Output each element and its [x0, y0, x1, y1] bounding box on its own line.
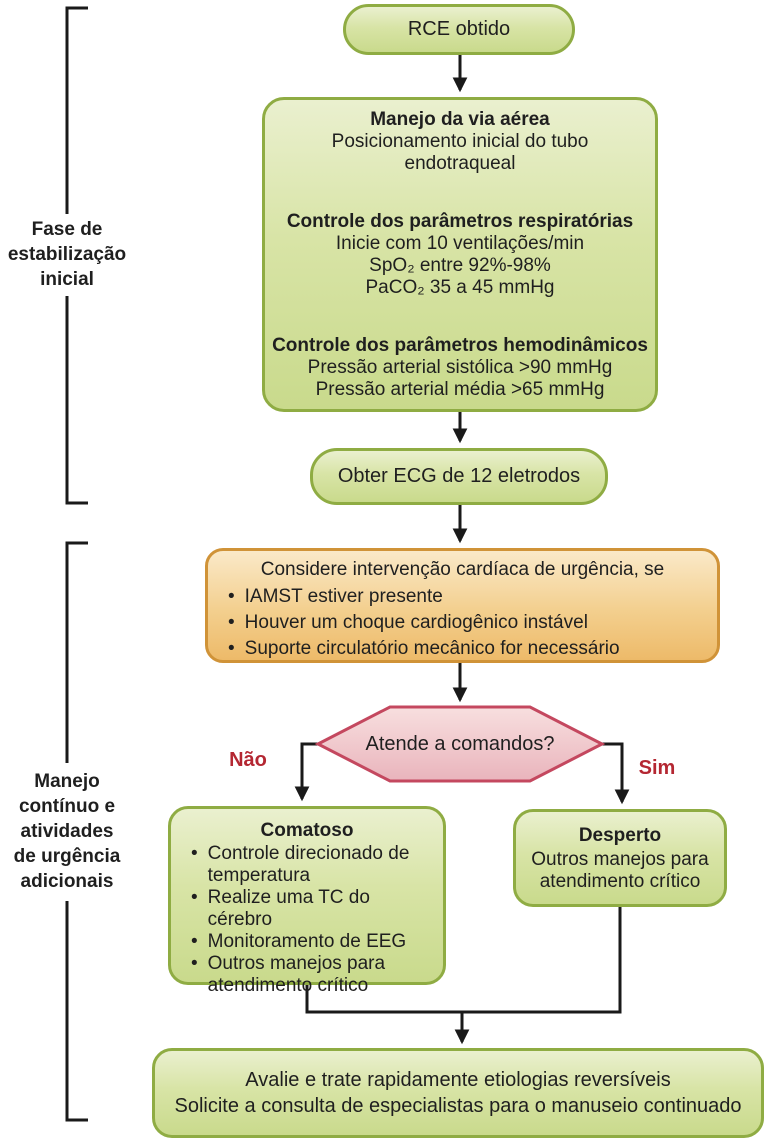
node-header: Considere intervenção cardíaca de urgênc… [260, 559, 665, 580]
section-title: Manejo da via aérea [370, 109, 550, 130]
comatose-bullet-list: Controle direcionado de temperatura Real… [171, 843, 443, 997]
node-line: Outros manejos para [531, 849, 709, 870]
phase2-label: Manejo contínuo e atividades de urgência… [0, 769, 137, 894]
phase2-line: contínuo e [18, 796, 116, 817]
node-line: Avalie e trate rapidamente etiologias re… [245, 1069, 671, 1091]
node-rce-obtained: RCE obtido [343, 4, 575, 55]
branch-yes-label: Sim [638, 757, 676, 779]
section-line: Pressão arterial sistólica >90 mmHg [307, 357, 613, 378]
node-cardiac-intervention: Considere intervenção cardíaca de urgênc… [205, 548, 720, 663]
section-title: Controle dos parâmetros hemodinâmicos [272, 335, 648, 356]
node-comatose: Comatoso Controle direcionado de tempera… [168, 806, 446, 996]
hemodynamic-section: Controle dos parâmetros hemodinâmicos Pr… [265, 335, 655, 401]
phase1-line: Fase de [31, 219, 103, 240]
phase2-line: de urgência [13, 846, 121, 867]
list-item: Houver um choque cardiogênico instável [208, 610, 717, 636]
node-line: atendimento crítico [539, 871, 701, 892]
list-item: Suporte circulatório mecânico for necess… [208, 636, 717, 662]
phase2-line: Manejo [34, 771, 100, 792]
phase2-bracket [65, 541, 88, 1122]
decision-hexagon [314, 705, 606, 783]
list-item: Monitoramento de EEG [171, 931, 443, 953]
section-line: Inicie com 10 ventilações/min [335, 233, 585, 254]
section-title: Controle dos parâmetros respiratórias [286, 211, 634, 232]
phase1-label: Fase de estabilização inicial [0, 217, 137, 292]
phase1-bracket [65, 6, 88, 505]
bullet-icon [191, 953, 198, 975]
node-awake: Desperto Outros manejos para atendimento… [513, 809, 727, 907]
section-line: endotraqueal [404, 153, 516, 174]
section-line: PaCO₂ 35 a 45 mmHg [365, 277, 555, 298]
airway-section: Manejo da via aérea Posicionamento inici… [265, 109, 655, 175]
branch-no-label: Não [229, 749, 267, 771]
section-line: Posicionamento inicial do tubo [331, 131, 589, 152]
node-line: Solicite a consulta de especialistas par… [174, 1095, 742, 1117]
decision-question: Atende a comandos? [365, 732, 555, 755]
phase1-line: inicial [40, 269, 94, 290]
bullet-icon [191, 931, 198, 953]
section-line: Pressão arterial média >65 mmHg [315, 379, 605, 400]
list-item: Controle direcionado de temperatura [171, 843, 443, 887]
node-title: Desperto [578, 825, 662, 846]
bullet-icon [191, 887, 198, 909]
list-item: Realize uma TC do cérebro [171, 887, 443, 931]
bullet-icon [228, 636, 235, 662]
cardiac-bullet-list: IAMST estiver presente Houver um choque … [208, 584, 717, 662]
list-item: Outros manejos para atendimento crítico [171, 953, 443, 997]
node-title: Comatoso [260, 820, 354, 841]
node-ecg: Obter ECG de 12 eletrodos [310, 448, 608, 505]
arrow-decision-no [294, 742, 320, 802]
node-label: RCE obtido [407, 18, 511, 40]
node-final: Avalie e trate rapidamente etiologias re… [152, 1048, 764, 1138]
node-stabilization: Manejo da via aérea Posicionamento inici… [262, 97, 658, 412]
phase2-line: atividades [20, 821, 114, 842]
bullet-icon [191, 843, 198, 865]
list-item: IAMST estiver presente [208, 584, 717, 610]
section-line: SpO₂ entre 92%-98% [369, 255, 551, 276]
bullet-icon [228, 584, 235, 610]
bullet-icon [228, 610, 235, 636]
arrow-decision-yes [600, 742, 630, 805]
respiratory-section: Controle dos parâmetros respiratórias In… [265, 211, 655, 299]
phase1-line: estabilização [7, 244, 127, 265]
phase2-line: adicionais [20, 871, 114, 892]
node-label: Obter ECG de 12 eletrodos [337, 465, 581, 487]
